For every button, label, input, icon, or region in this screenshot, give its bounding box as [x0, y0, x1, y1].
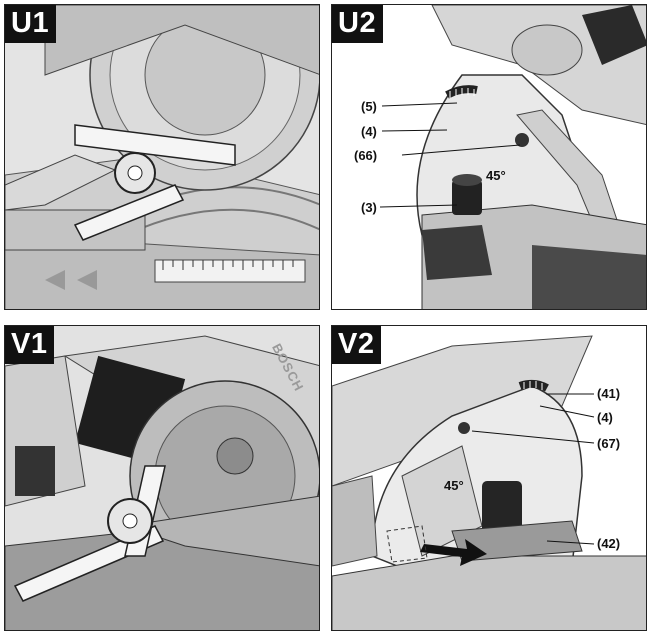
- angle-label: 45°: [444, 478, 464, 493]
- panel-v2: V2 (41) (4) (67) (42) 45°: [331, 325, 647, 631]
- callout-41: (41): [597, 386, 621, 401]
- panel-u1: U1: [4, 4, 320, 310]
- angle-label: 45°: [486, 168, 506, 183]
- panel-tag-u2: U2: [332, 5, 384, 43]
- callout-3: (3): [361, 200, 377, 215]
- callout-42: (42): [597, 536, 621, 551]
- panel-tag-u1: U1: [5, 5, 57, 43]
- panel-u2: U2 (5) (4) (66) (3) 45°: [331, 4, 647, 310]
- panel-tag-v2: V2: [332, 326, 382, 364]
- callout-4: (4): [361, 124, 377, 139]
- u2-illustration: [332, 5, 646, 309]
- callout-66: (66): [354, 148, 378, 163]
- callout-4: (4): [597, 410, 613, 425]
- v1-illustration: [5, 326, 319, 630]
- u1-illustration: [5, 5, 319, 309]
- panel-tag-v1: V1: [5, 326, 55, 364]
- callout-67: (67): [597, 436, 621, 451]
- callout-5: (5): [361, 99, 377, 114]
- v2-illustration: [332, 326, 646, 630]
- panel-v1: V1 BOSCH: [4, 325, 320, 631]
